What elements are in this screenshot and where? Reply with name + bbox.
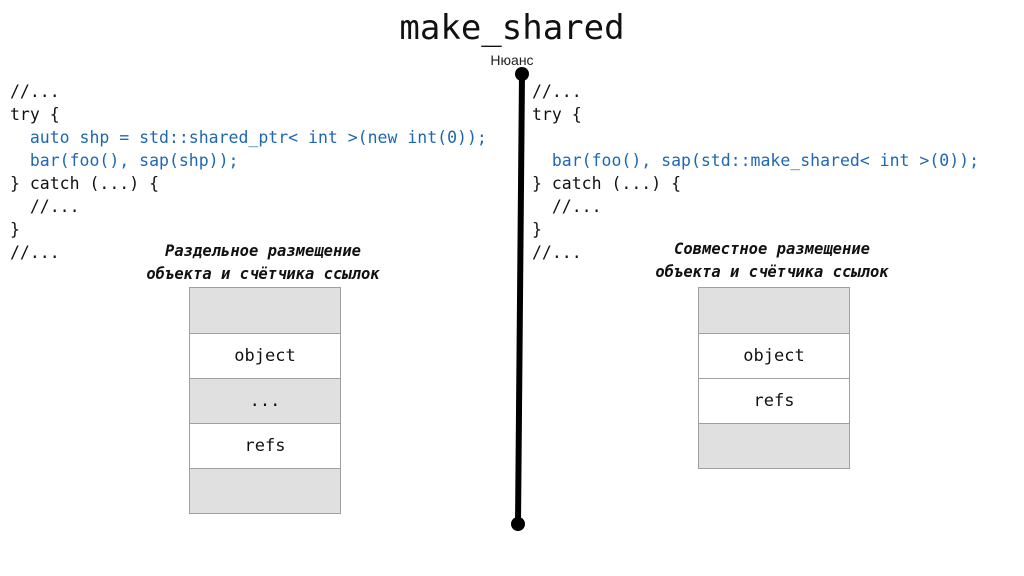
right-code-block: //...try { bar(foo(), sap(std::make_shar… <box>532 80 979 264</box>
code-line: //... <box>532 243 582 262</box>
code-line: try { <box>532 105 582 124</box>
memory-cell: object <box>190 333 340 378</box>
right-caption: Совместное размещение объекта и счётчика… <box>622 238 922 284</box>
code-line: //... <box>532 197 602 216</box>
code-line: } catch (...) { <box>10 174 160 193</box>
memory-cell: object <box>699 333 849 378</box>
left-caption-line1: Раздельное размещение <box>165 242 361 260</box>
separate-allocation-memory: object...refs <box>189 287 341 514</box>
memory-cell <box>190 468 340 513</box>
slide-title: make_shared <box>399 8 625 48</box>
divider-line <box>515 73 525 525</box>
left-caption-line2: объекта и счётчика ссылок <box>146 265 380 283</box>
memory-cell: refs <box>190 423 340 468</box>
code-line: } <box>532 220 542 239</box>
memory-cell <box>699 423 849 468</box>
right-caption-line1: Совместное размещение <box>674 240 870 258</box>
code-line: bar(foo(), sap(shp)); <box>10 151 239 170</box>
divider-top-dot <box>515 67 529 81</box>
code-line: } <box>10 220 20 239</box>
memory-cell: ... <box>190 378 340 423</box>
code-line: } catch (...) { <box>532 174 682 193</box>
code-line: //... <box>10 197 80 216</box>
memory-cell <box>699 288 849 333</box>
divider-bottom-dot <box>511 517 525 531</box>
code-line: auto shp = std::shared_ptr< int >(new in… <box>10 128 487 147</box>
code-line: //... <box>10 82 60 101</box>
left-caption: Раздельное размещение объекта и счётчика… <box>113 240 413 286</box>
right-caption-line2: объекта и счётчика ссылок <box>655 263 889 281</box>
code-line: bar(foo(), sap(std::make_shared< int >(0… <box>532 151 980 170</box>
code-line: //... <box>10 243 60 262</box>
slide-subtitle: Нюанс <box>490 52 534 68</box>
code-line <box>532 126 979 149</box>
left-code-block: //...try { auto shp = std::shared_ptr< i… <box>10 80 487 264</box>
memory-cell <box>190 288 340 333</box>
code-line: //... <box>532 82 582 101</box>
memory-cell: refs <box>699 378 849 423</box>
code-line: try { <box>10 105 60 124</box>
